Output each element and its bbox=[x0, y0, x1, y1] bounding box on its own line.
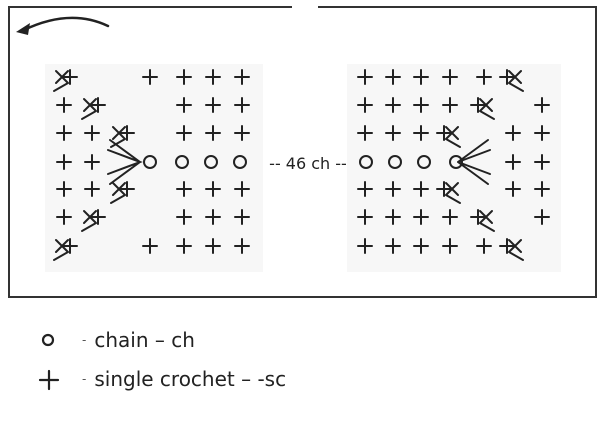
legend-label-single-crochet: single crochet – -sc bbox=[94, 367, 287, 391]
single-crochet-symbol bbox=[442, 69, 458, 85]
single-crochet-symbol bbox=[142, 238, 158, 254]
single-crochet-symbol bbox=[176, 125, 192, 141]
single-crochet-symbol bbox=[442, 97, 458, 113]
single-crochet-symbol bbox=[385, 69, 401, 85]
single-crochet-symbol bbox=[84, 154, 100, 170]
increase-symbol bbox=[436, 181, 461, 204]
single-crochet-symbol bbox=[176, 97, 192, 113]
single-crochet-symbol bbox=[56, 125, 72, 141]
single-crochet-symbol bbox=[385, 97, 401, 113]
single-crochet-symbol bbox=[84, 125, 100, 141]
single-crochet-symbol bbox=[442, 209, 458, 225]
single-crochet-symbol bbox=[413, 238, 429, 254]
left-chart-panel bbox=[45, 64, 263, 272]
legend-dash: - bbox=[82, 372, 87, 386]
chain-symbol bbox=[175, 155, 189, 169]
single-crochet-symbol bbox=[205, 209, 221, 225]
single-crochet-symbol bbox=[176, 238, 192, 254]
plus-icon bbox=[38, 369, 60, 391]
increase-symbol bbox=[81, 209, 106, 232]
fan-increase-symbol bbox=[457, 139, 491, 185]
legend-label-chain: chain – ch bbox=[94, 328, 195, 352]
single-crochet-symbol bbox=[234, 97, 250, 113]
single-crochet-symbol bbox=[176, 209, 192, 225]
increase-symbol bbox=[436, 125, 461, 148]
single-crochet-symbol bbox=[142, 69, 158, 85]
single-crochet-symbol bbox=[205, 238, 221, 254]
chain-symbol bbox=[143, 155, 157, 169]
single-crochet-symbol bbox=[534, 154, 550, 170]
chain-symbol bbox=[233, 155, 247, 169]
single-crochet-symbol bbox=[205, 181, 221, 197]
single-crochet-symbol bbox=[56, 181, 72, 197]
single-crochet-symbol bbox=[476, 238, 492, 254]
single-crochet-symbol bbox=[385, 238, 401, 254]
single-crochet-symbol bbox=[413, 69, 429, 85]
legend-dash: - bbox=[82, 333, 87, 347]
increase-symbol bbox=[499, 69, 524, 92]
single-crochet-symbol bbox=[442, 238, 458, 254]
single-crochet-symbol bbox=[234, 181, 250, 197]
single-crochet-symbol bbox=[234, 209, 250, 225]
single-crochet-symbol bbox=[357, 125, 373, 141]
single-crochet-symbol bbox=[357, 209, 373, 225]
single-crochet-symbol bbox=[357, 181, 373, 197]
fan-increase-symbol bbox=[107, 139, 143, 185]
single-crochet-symbol bbox=[534, 125, 550, 141]
increase-symbol bbox=[470, 97, 495, 120]
increase-symbol bbox=[110, 125, 135, 148]
single-crochet-symbol bbox=[56, 154, 72, 170]
chain-icon bbox=[41, 333, 55, 347]
single-crochet-symbol bbox=[505, 125, 521, 141]
increase-symbol bbox=[470, 209, 495, 232]
single-crochet-symbol bbox=[205, 97, 221, 113]
single-crochet-symbol bbox=[205, 125, 221, 141]
single-crochet-symbol bbox=[505, 181, 521, 197]
single-crochet-symbol bbox=[56, 209, 72, 225]
single-crochet-symbol bbox=[385, 181, 401, 197]
single-crochet-symbol bbox=[84, 181, 100, 197]
frame-gap bbox=[292, 3, 318, 11]
chain-symbol bbox=[359, 155, 373, 169]
single-crochet-symbol bbox=[176, 69, 192, 85]
single-crochet-symbol bbox=[413, 209, 429, 225]
single-crochet-symbol bbox=[234, 69, 250, 85]
legend-item-single-crochet: - single crochet – -sc bbox=[36, 366, 286, 392]
single-crochet-symbol bbox=[534, 97, 550, 113]
single-crochet-symbol bbox=[56, 97, 72, 113]
increase-symbol bbox=[499, 238, 524, 261]
chain-count-label: -- 46 ch -- bbox=[269, 154, 347, 173]
single-crochet-symbol bbox=[385, 209, 401, 225]
single-crochet-symbol bbox=[357, 69, 373, 85]
increase-symbol bbox=[53, 69, 78, 92]
increase-symbol bbox=[110, 181, 135, 204]
single-crochet-symbol bbox=[505, 154, 521, 170]
single-crochet-symbol bbox=[357, 238, 373, 254]
crochet-chart: -- 46 ch -- bbox=[16, 16, 550, 261]
single-crochet-symbol bbox=[234, 125, 250, 141]
single-crochet-symbol bbox=[385, 125, 401, 141]
chain-symbol bbox=[417, 155, 431, 169]
single-crochet-symbol bbox=[413, 125, 429, 141]
single-crochet-symbol bbox=[476, 69, 492, 85]
curved-arrow-left-icon bbox=[16, 16, 110, 35]
single-crochet-symbol bbox=[357, 97, 373, 113]
increase-symbol bbox=[81, 97, 106, 120]
single-crochet-symbol bbox=[413, 97, 429, 113]
single-crochet-symbol bbox=[234, 238, 250, 254]
chain-symbol bbox=[388, 155, 402, 169]
single-crochet-symbol bbox=[205, 69, 221, 85]
increase-symbol bbox=[53, 238, 78, 261]
single-crochet-symbol bbox=[176, 181, 192, 197]
chain-symbol bbox=[204, 155, 218, 169]
legend-item-chain: - chain – ch bbox=[36, 327, 195, 353]
single-crochet-symbol bbox=[413, 181, 429, 197]
chain-symbol bbox=[449, 155, 463, 169]
single-crochet-symbol bbox=[534, 181, 550, 197]
single-crochet-symbol bbox=[534, 209, 550, 225]
